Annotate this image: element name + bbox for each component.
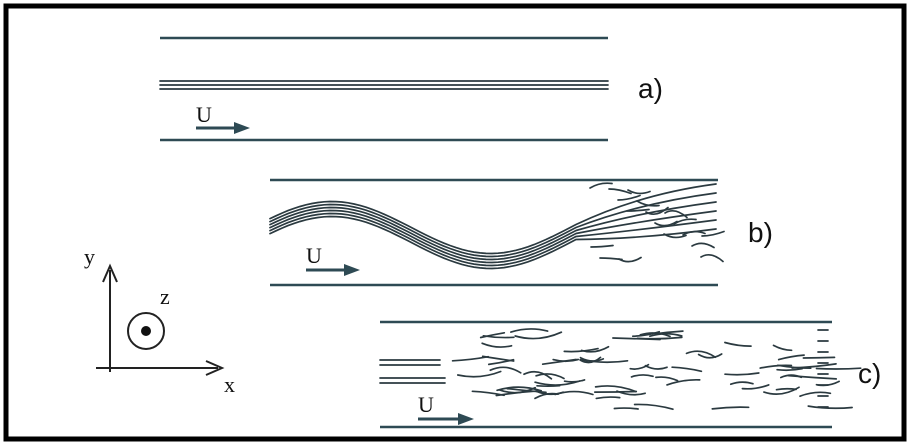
panel-c-streak-fragment: [777, 369, 802, 371]
panel-c-streak-fragment: [725, 373, 759, 375]
panel-c-streak-fragment: [632, 375, 654, 377]
panel-b-streak-fragment: [590, 183, 612, 188]
panel-c-streak-fragment: [803, 357, 834, 358]
z-axis-label: z: [160, 284, 170, 309]
panel-b-streak-line: [270, 217, 716, 269]
panel-c-streak-fragment: [779, 355, 804, 360]
panel-c-streak-fragment: [808, 406, 852, 408]
panel-b-streak-line: [270, 193, 716, 257]
panel-c-streak-fragment: [482, 343, 511, 347]
panel-b-velocity-label: U: [306, 243, 322, 268]
panel-c: U c): [380, 322, 881, 427]
panel-b-dye-streaks: [270, 183, 724, 268]
panel-c-streak-fragment: [731, 382, 753, 384]
panel-c-velocity-label: U: [418, 392, 434, 417]
panel-b-streak-fragment: [701, 255, 723, 262]
panel-c-streak-fragment: [511, 329, 548, 332]
panel-c-streak-fragment: [614, 408, 638, 409]
panel-c-streak-fragment: [565, 380, 585, 382]
panel-c-streak-fragment: [596, 397, 619, 398]
panel-c-streak-fragment: [774, 345, 792, 350]
coordinate-axes: y x z: [84, 244, 235, 397]
panel-c-streak-fragment: [656, 377, 678, 381]
panel-c-streak-fragment: [595, 392, 637, 393]
panel-c-streak-fragment: [596, 386, 636, 392]
panel-c-streak-fragment: [635, 404, 673, 409]
panel-c-inlet-streaks: [380, 360, 445, 383]
panel-c-streak-fragment: [453, 357, 489, 361]
panel-c-streak-fragment: [458, 372, 501, 377]
panel-c-streak-fragment: [712, 407, 748, 409]
panel-c-streak-fragment: [725, 343, 751, 347]
z-axis-dot: [141, 326, 151, 336]
panel-c-streak-fragment: [483, 356, 514, 361]
panel-c-label: c): [858, 358, 881, 389]
panel-b-label: b): [748, 217, 773, 248]
panel-c-streak-fragment: [672, 367, 701, 371]
panel-c-streak-fragment: [645, 366, 667, 369]
panel-b: U b): [270, 180, 773, 285]
x-axis-label: x: [224, 372, 235, 397]
panel-c-streak-fragment: [490, 367, 520, 373]
panel-a-velocity-label: U: [196, 102, 212, 127]
panel-c-streak-fragment: [472, 391, 504, 395]
panel-c-turbulent-streaks: [453, 329, 861, 409]
panel-b-streak-fragment: [591, 246, 613, 248]
panel-b-streak-fragment: [692, 243, 714, 247]
panel-c-streak-fragment: [742, 385, 768, 389]
panel-c-streak-fragment: [667, 380, 700, 385]
panel-c-streak-fragment: [515, 332, 561, 338]
panel-c-streak-fragment: [792, 364, 836, 368]
panel-a: U a): [160, 38, 663, 140]
y-axis-label: y: [84, 244, 95, 269]
panel-c-streak-fragment: [630, 365, 648, 369]
panel-c-streak-fragment: [817, 368, 861, 369]
panel-a-dye-streak: [160, 81, 608, 89]
panel-b-streak-line: [270, 184, 716, 254]
panel-b-streak-fragment: [618, 196, 640, 201]
panel-a-label: a): [638, 73, 663, 104]
